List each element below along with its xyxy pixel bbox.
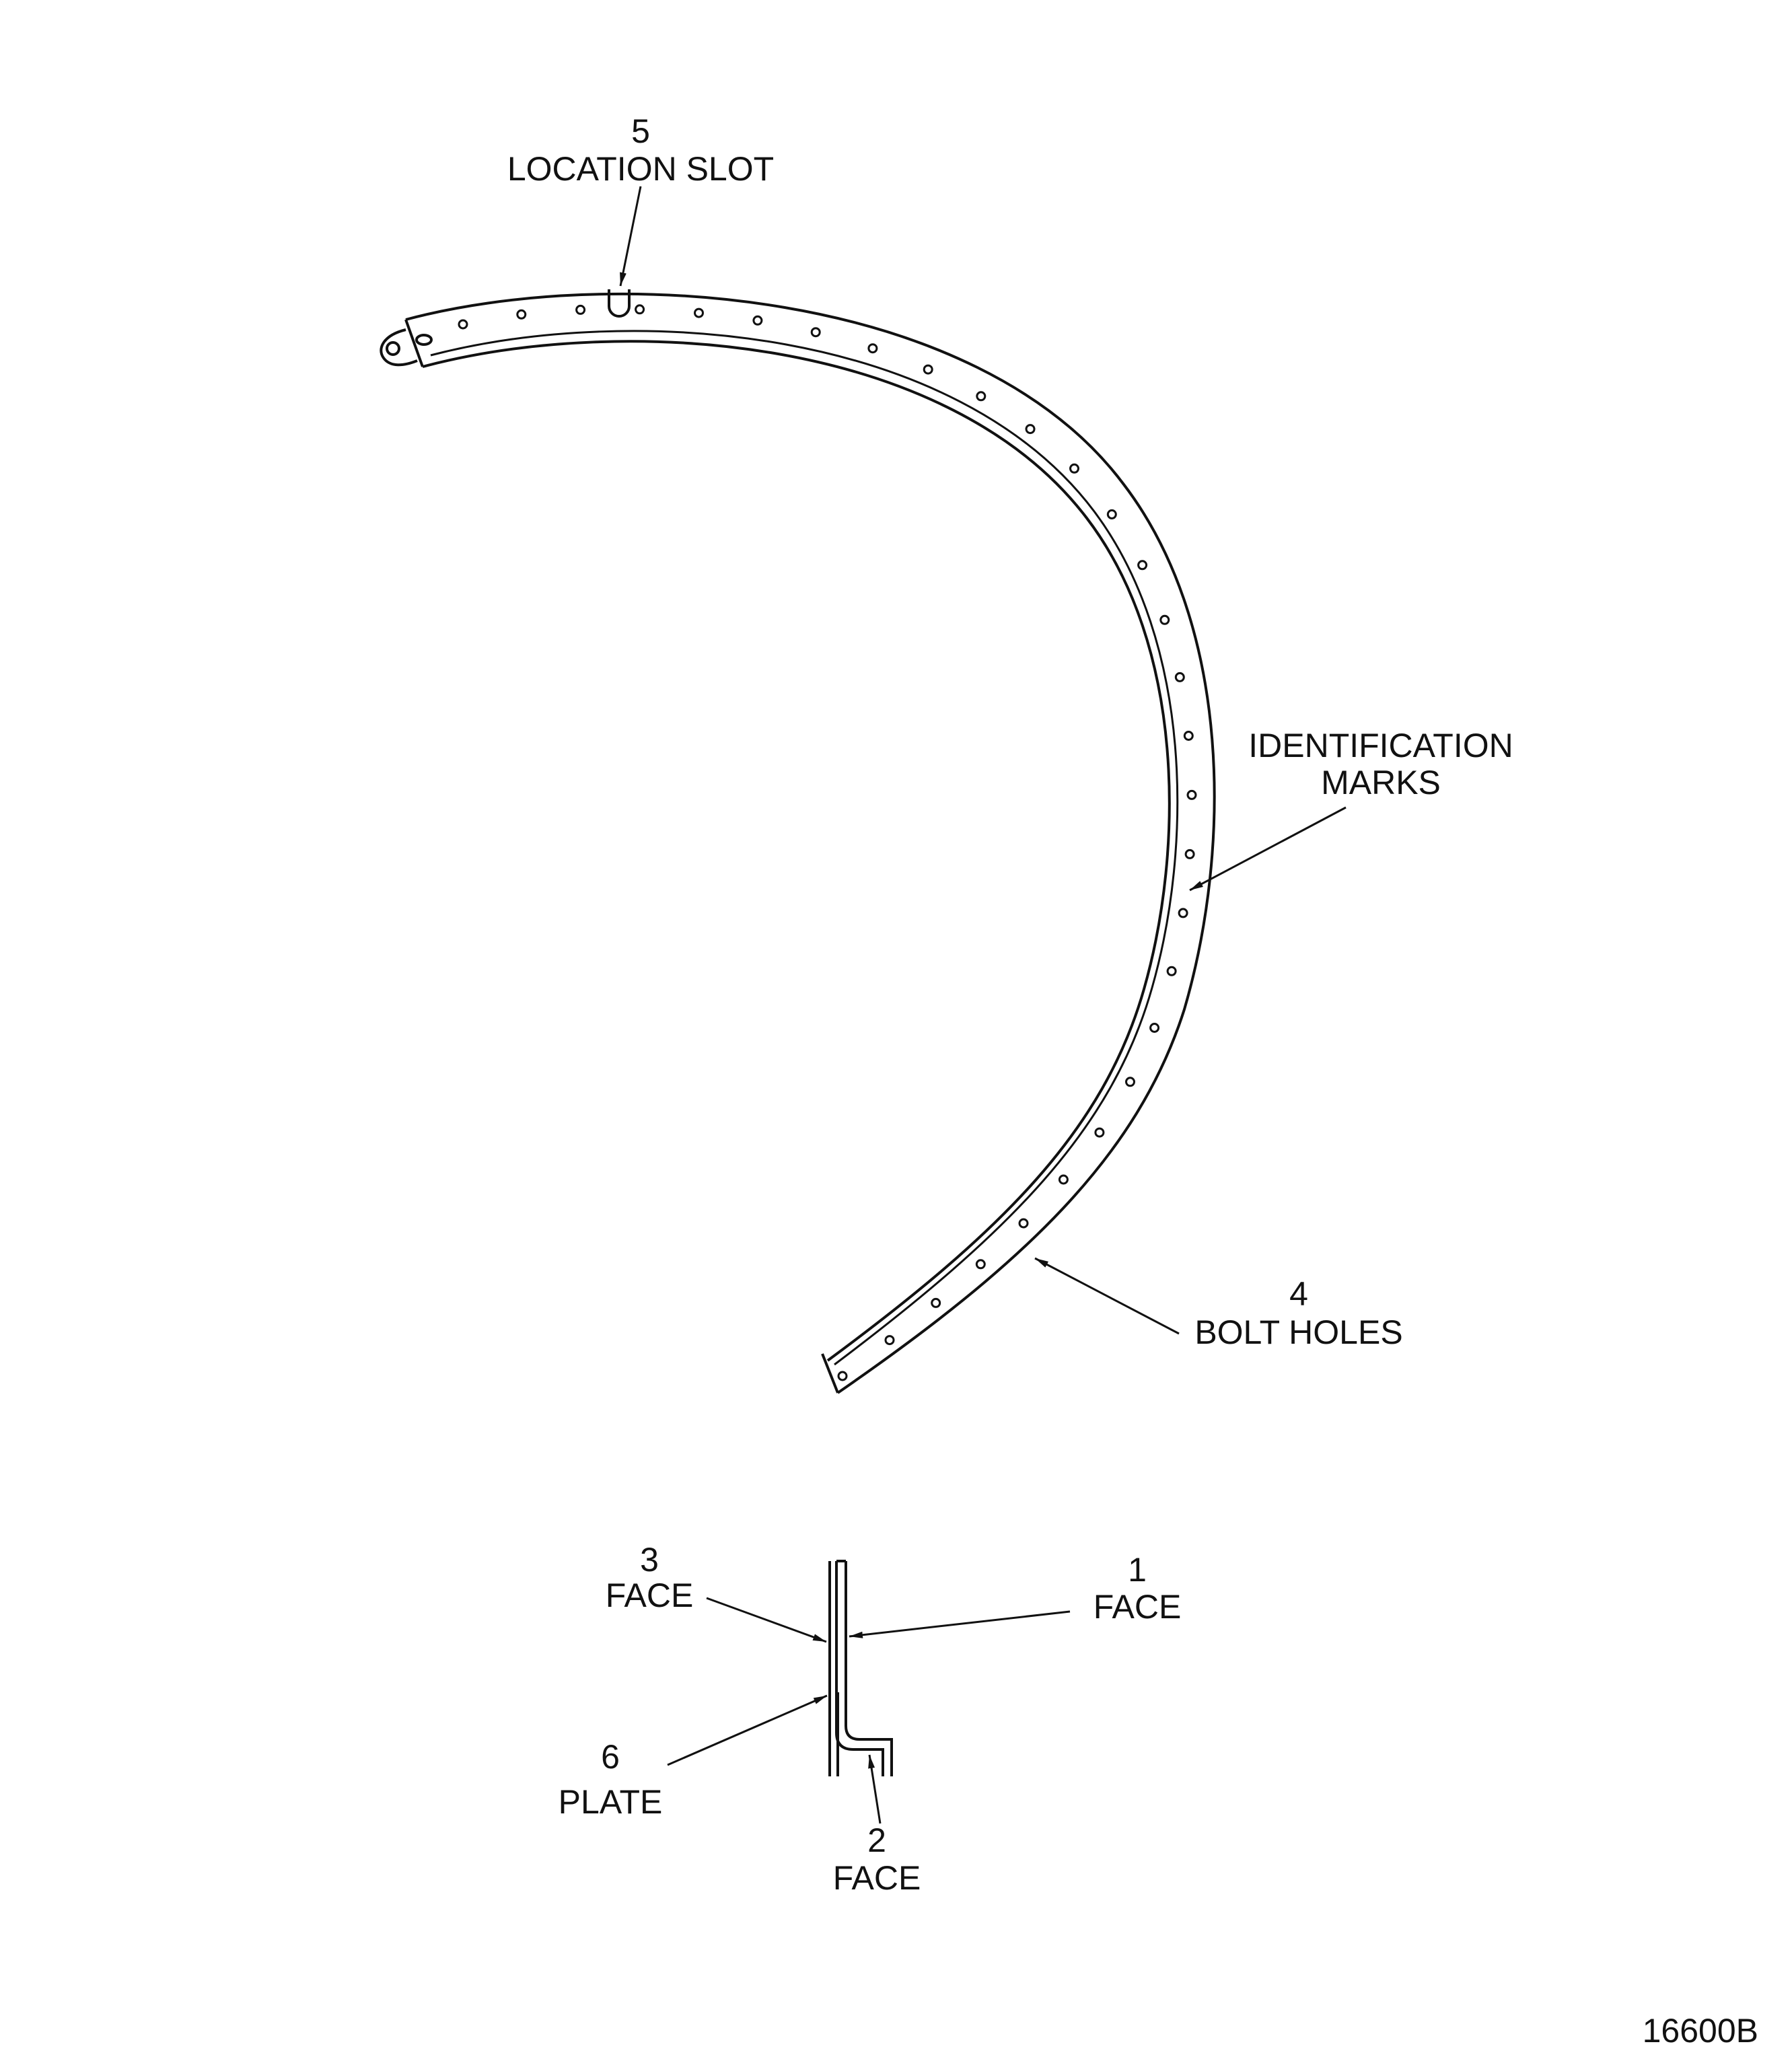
- bolt-hole: [1186, 789, 1197, 800]
- end-slot: [415, 334, 433, 346]
- bolt-hole: [1094, 1127, 1105, 1138]
- callout-identification-marks: IDENTIFICATION MARKS: [1248, 727, 1513, 801]
- location-slot: [608, 289, 631, 318]
- flange-end-left: [404, 319, 424, 367]
- callout-number: 1: [1128, 1551, 1147, 1589]
- bolt-hole: [1058, 1174, 1069, 1185]
- bolt-hole: [884, 1335, 895, 1346]
- callout-text: BOLT HOLES: [1194, 1313, 1402, 1351]
- flange-inner-edge: [422, 340, 1171, 1362]
- bolt-hole: [752, 315, 763, 326]
- callout-number: 6: [601, 1738, 620, 1776]
- callout-plate-6: 6 PLATE: [559, 1738, 663, 1821]
- callout-text: PLATE: [559, 1783, 663, 1821]
- bolt-hole: [575, 304, 586, 315]
- leader-face-1: [849, 1610, 1071, 1638]
- bolt-hole: [1184, 848, 1195, 859]
- bolt-hole: [975, 1259, 986, 1270]
- bolt-hole: [837, 1371, 848, 1381]
- bolt-hole: [810, 327, 821, 338]
- flange-lip-line: [430, 330, 1179, 1366]
- callout-text: FACE: [606, 1577, 694, 1614]
- bolt-hole: [923, 364, 933, 375]
- bolt-hole: [1166, 966, 1177, 976]
- section-angle-inner: [835, 1689, 884, 1776]
- bolt-hole-group: [458, 304, 1197, 1381]
- cross-section: [828, 1560, 893, 1776]
- bolt-hole: [1149, 1023, 1160, 1033]
- bolt-hole: [1159, 614, 1170, 625]
- callout-number: 3: [640, 1541, 659, 1579]
- bolt-hole: [931, 1297, 941, 1308]
- bolt-hole: [1178, 908, 1188, 918]
- bolt-hole: [1183, 731, 1194, 741]
- callout-face-2: 2 FACE: [833, 1821, 921, 1897]
- bolt-hole: [1106, 509, 1117, 519]
- leader-plate-6: [667, 1694, 828, 1766]
- flange-segment: [380, 289, 1216, 1394]
- bolt-hole: [976, 391, 987, 402]
- callout-text-line1: IDENTIFICATION: [1248, 727, 1513, 764]
- callout-bolt-holes: 4 BOLT HOLES: [1194, 1275, 1402, 1351]
- bolt-hole: [1125, 1077, 1135, 1087]
- callout-text-line2: MARKS: [1321, 764, 1441, 801]
- bolt-hole: [1137, 560, 1148, 571]
- end-tab-hole: [386, 341, 400, 356]
- bolt-hole: [1025, 424, 1036, 435]
- bolt-hole: [1069, 463, 1079, 474]
- callout-face-1: 1 FACE: [1094, 1551, 1182, 1626]
- callout-text: FACE: [833, 1859, 921, 1897]
- bolt-hole: [635, 304, 645, 315]
- callout-number: 5: [631, 112, 650, 150]
- bolt-hole: [1018, 1218, 1029, 1229]
- callout-number: 4: [1289, 1275, 1308, 1313]
- section-angle: [845, 1561, 893, 1776]
- bolt-hole: [516, 309, 527, 320]
- leader-face-2: [868, 1754, 882, 1824]
- leader-location-slot: [619, 186, 642, 287]
- leader-identification-marks: [1189, 806, 1347, 892]
- bolt-hole: [1174, 672, 1185, 682]
- callout-text: LOCATION SLOT: [507, 150, 774, 188]
- callout-face-3: 3 FACE: [606, 1541, 694, 1614]
- bolt-hole: [694, 308, 704, 318]
- flange-outer-edge: [405, 292, 1216, 1394]
- bolt-hole: [867, 343, 878, 354]
- end-tab: [380, 328, 433, 367]
- callout-text: FACE: [1094, 1588, 1182, 1626]
- bolt-hole: [458, 319, 468, 330]
- leader-bolt-holes: [1034, 1257, 1180, 1335]
- figure-number: 16600B: [1643, 2012, 1758, 2050]
- leader-face-3: [706, 1597, 827, 1643]
- callout-number: 2: [867, 1821, 886, 1859]
- callout-location-slot: 5 LOCATION SLOT: [507, 112, 774, 188]
- flange-end-right: [821, 1353, 839, 1394]
